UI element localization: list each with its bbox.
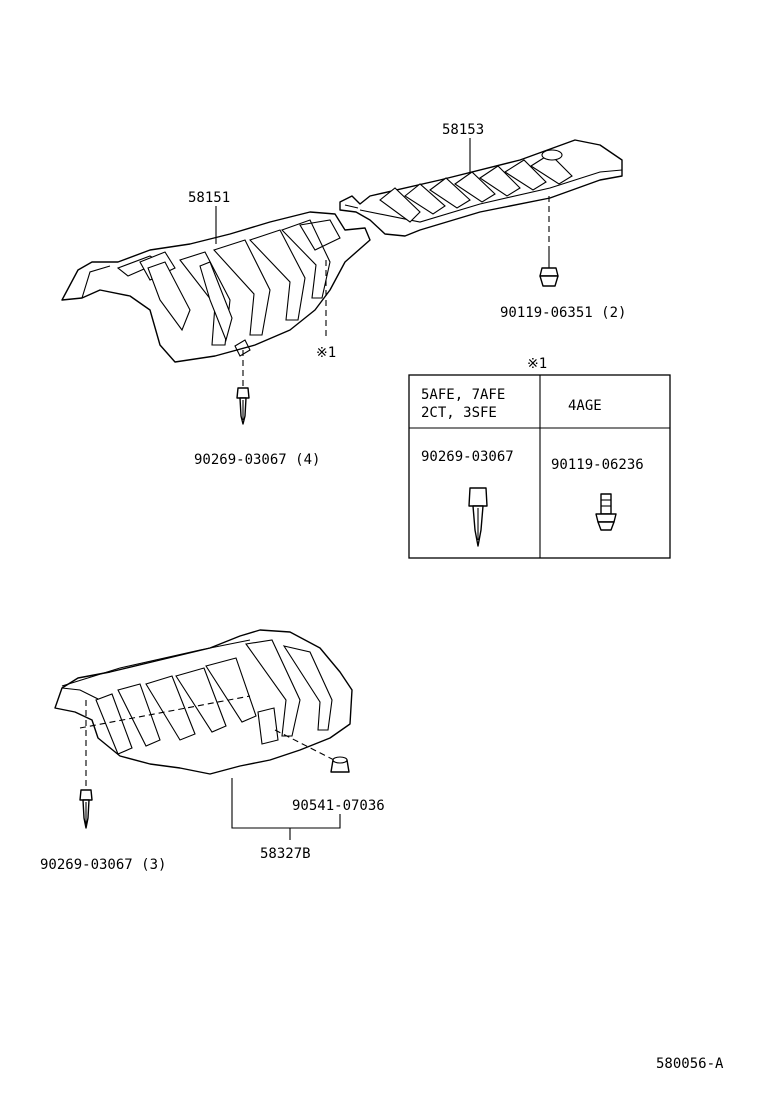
nut-90541-07036-icon bbox=[274, 729, 350, 773]
note-table-col1-header-line2: 2CT, 3SFE bbox=[421, 405, 497, 421]
cover-58327b-drawing bbox=[54, 629, 353, 775]
label-90119-06351: 90119-06351 (2) bbox=[500, 305, 626, 321]
note-table-col1-part: 90269-03067 bbox=[421, 449, 514, 465]
cover-58151-drawing bbox=[61, 211, 371, 363]
bolt-90119-06351-icon bbox=[539, 196, 559, 287]
note-table-marker: ※1 bbox=[527, 356, 547, 372]
label-58153: 58153 bbox=[442, 122, 484, 138]
label-90269-03067-3: 90269-03067 (3) bbox=[40, 857, 166, 873]
clip-icon bbox=[468, 487, 488, 547]
note-table bbox=[408, 374, 671, 559]
cover-58153-drawing bbox=[339, 139, 623, 237]
note-table-col2-part: 90119-06236 bbox=[551, 457, 644, 473]
label-90269-03067-4: 90269-03067 (4) bbox=[194, 452, 320, 468]
note-marker-1: ※1 bbox=[316, 345, 336, 361]
leader-58327b bbox=[231, 778, 341, 829]
bolt-icon bbox=[595, 493, 617, 531]
clip-90269-03067-icon bbox=[236, 350, 250, 425]
label-90541-07036: 90541-07036 bbox=[292, 798, 385, 814]
note-table-col1-header-line1: 5AFE, 7AFE bbox=[421, 387, 505, 403]
note-table-col2-header: 4AGE bbox=[568, 398, 602, 414]
diagram-code: 580056-A bbox=[656, 1056, 724, 1072]
label-58327b: 58327B bbox=[260, 846, 311, 862]
label-58151: 58151 bbox=[188, 190, 230, 206]
clip-90269-03067-lower-icon bbox=[79, 700, 93, 829]
